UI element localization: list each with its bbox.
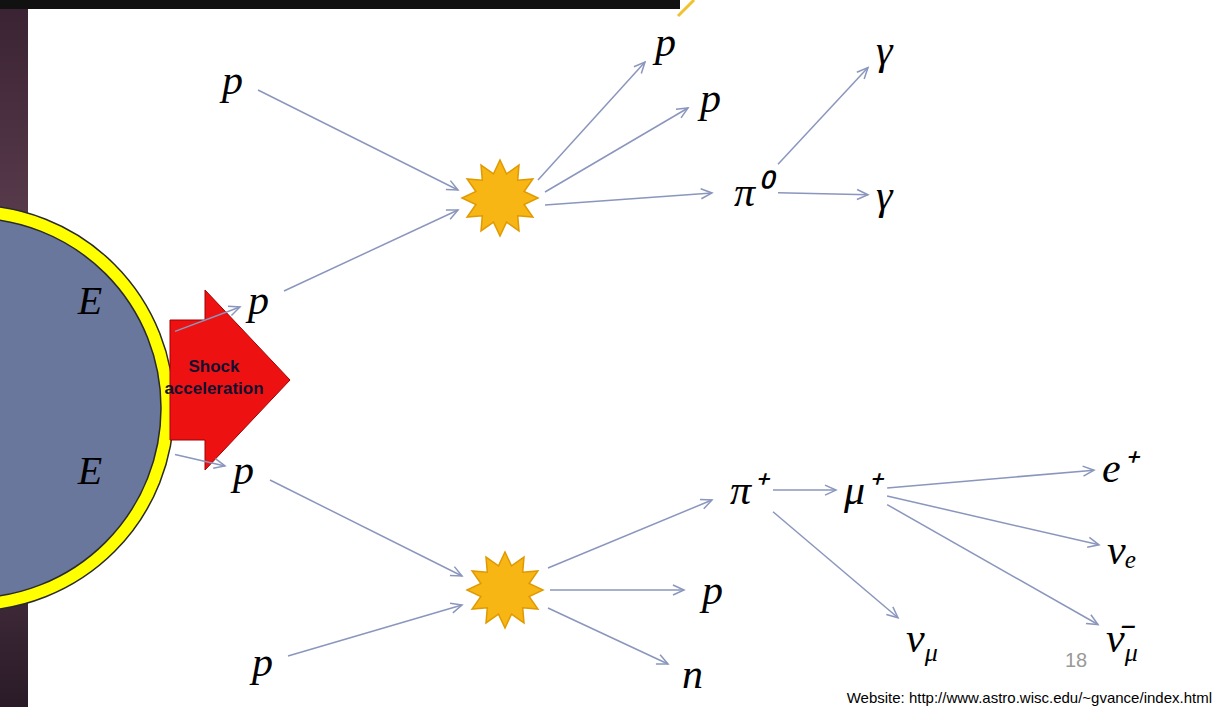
particle-symbol: π⁺ [726, 465, 769, 515]
particle-label: νμ [902, 613, 942, 663]
subscript: μ [1125, 638, 1138, 667]
particle-label: p [696, 73, 725, 123]
product-line [538, 62, 645, 180]
particle-symbol: e⁺ [1098, 443, 1139, 493]
particle-symbol: μ⁺ [840, 465, 883, 515]
particle-symbol: p [651, 17, 680, 67]
energy-label: E [78, 278, 102, 323]
particle-symbol: p [696, 73, 725, 123]
product-line [545, 108, 688, 192]
particle-label: p [218, 55, 247, 105]
subscript: μ [925, 638, 938, 667]
particle-symbol: νₑ [1103, 525, 1141, 575]
particle-symbol: n [678, 649, 707, 699]
text-holder: E [78, 277, 102, 324]
decay-arrow [773, 512, 898, 618]
incoming-proton-line [284, 210, 458, 291]
text-holder: Shock acceleration [158, 356, 270, 400]
particle-label: γ [872, 25, 897, 75]
product-line [548, 608, 668, 664]
decay-arrow [778, 193, 868, 195]
product-line [548, 500, 712, 568]
incoming-proton-line [270, 480, 462, 576]
particle-label: p [229, 445, 258, 495]
collision-star [462, 160, 538, 236]
particle-label: n [678, 649, 707, 699]
source-sphere-outline [0, 204, 175, 612]
product-line [545, 193, 712, 205]
particle-label: νₑ [1103, 525, 1141, 575]
energy-label: E [78, 448, 102, 493]
particle-label: e⁺ [1098, 443, 1139, 493]
top-bar [0, 0, 680, 9]
particle-label: μ⁺ [840, 465, 883, 515]
particle-symbol: p [229, 445, 258, 495]
particle-symbol: p [698, 565, 727, 615]
particle-symbol: p [218, 55, 247, 105]
particle-label: π⁺ [726, 465, 769, 515]
source-sphere: EE [0, 204, 175, 612]
accent-line [678, 0, 694, 16]
particle-label: ν̄μ [1102, 613, 1142, 663]
product-line [550, 589, 684, 591]
shock-label: Shock acceleration [158, 356, 270, 400]
particle-symbol: ν̄μ [1102, 613, 1142, 663]
particle-symbol: p [248, 637, 277, 687]
particle-label: γ [872, 170, 897, 220]
source-note: Website: http://www.astro.wisc.edu/~gvan… [847, 689, 1212, 706]
particle-label: p [698, 565, 727, 615]
shock-arrow: Shock acceleration [160, 290, 295, 475]
particle-symbol: γ [872, 25, 897, 75]
decay-arrow [887, 505, 1098, 625]
incoming-proton-line [288, 605, 462, 656]
particle-label: p [651, 17, 680, 67]
decay-arrow [887, 496, 1099, 545]
collision-star [467, 552, 543, 628]
particle-symbol: γ [872, 170, 897, 220]
page-number: 18 [1065, 649, 1087, 672]
particle-symbol: π⁰ [730, 167, 774, 217]
particle-label: π⁰ [730, 167, 774, 217]
yellow-ring [0, 205, 174, 611]
particle-symbol: p [244, 275, 273, 325]
sphere-body [0, 218, 161, 598]
decay-arrow [175, 455, 225, 466]
particle-label: p [248, 637, 277, 687]
incoming-proton-line [258, 90, 458, 190]
decay-arrow [175, 307, 240, 331]
text-holder: E [78, 447, 102, 494]
decay-arrow [778, 68, 868, 165]
decay-arrow [887, 470, 1094, 488]
particle-label: p [244, 275, 273, 325]
decay-arrow [773, 489, 836, 491]
particle-symbol: νμ [902, 613, 942, 663]
